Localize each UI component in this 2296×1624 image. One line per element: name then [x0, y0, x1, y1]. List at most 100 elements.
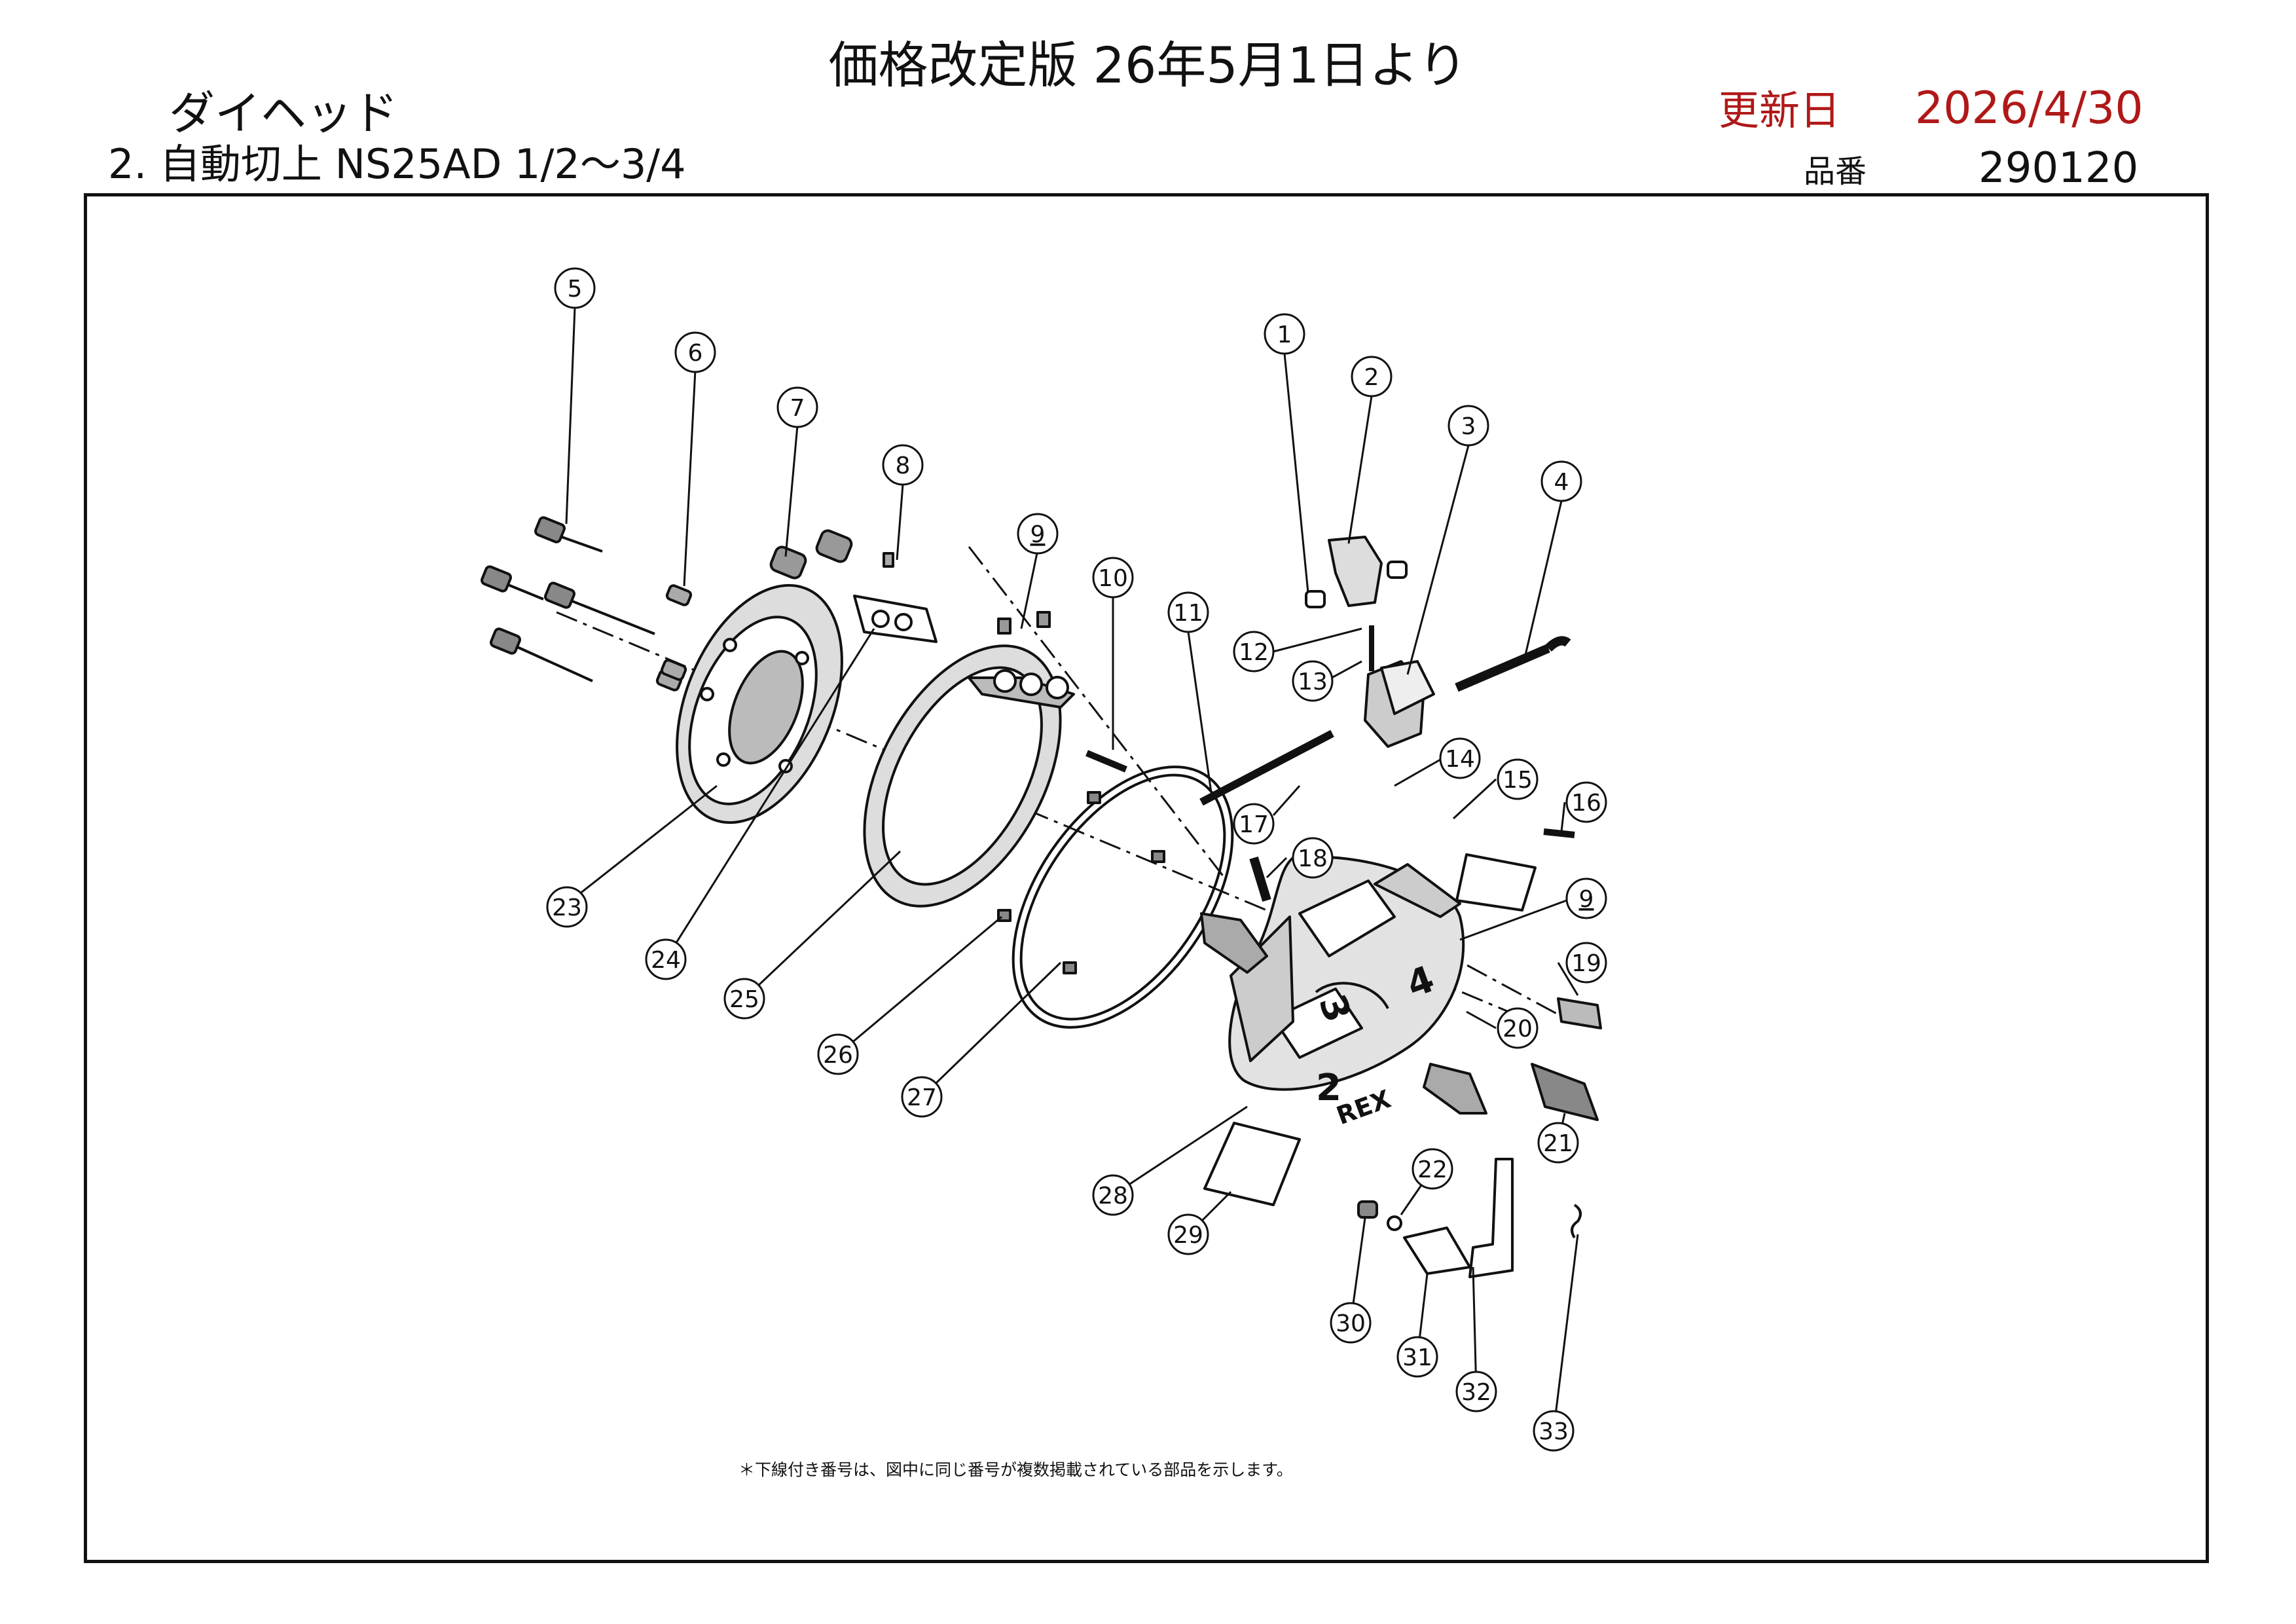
callout-circle: [1233, 803, 1275, 845]
callout-circle: [1167, 1213, 1209, 1255]
callout-circle: [1537, 1122, 1579, 1164]
callout-10: 10: [1092, 557, 1134, 599]
callout-circle: [1292, 837, 1334, 879]
callout-8: 8: [882, 444, 924, 486]
part-spring-4: [1455, 636, 1571, 692]
callout-circle: [1497, 1007, 1539, 1049]
callout-circle: [1396, 1336, 1438, 1378]
update-label: 更新日: [1719, 86, 1841, 134]
callout-3: 3: [1448, 405, 1489, 447]
part-die-head: [1228, 855, 1465, 1091]
callout-9: 9: [1017, 513, 1059, 555]
callout-circle: [674, 331, 716, 373]
callout-circle: [1448, 405, 1489, 447]
callout-circle: [817, 1033, 859, 1075]
callout-circle: [1533, 1410, 1575, 1452]
callout-22: 22: [1412, 1148, 1453, 1190]
part-chasers: [1200, 853, 1537, 1206]
callout-25: 25: [723, 978, 765, 1020]
part-pin-10: [1085, 750, 1127, 773]
callout-circle: [1351, 356, 1393, 397]
callout-label: 2: [1364, 364, 1379, 391]
callout-label: 30: [1336, 1310, 1366, 1337]
callout-32: 32: [1455, 1371, 1497, 1412]
callout-5: 5: [554, 267, 596, 309]
callout-label: 22: [1417, 1156, 1448, 1183]
callout-circle: [1439, 737, 1481, 779]
callout-circle: [901, 1076, 943, 1118]
part-coupler-21: [1531, 1063, 1599, 1121]
callout-label: 11: [1173, 600, 1203, 627]
callout-label: 12: [1239, 639, 1269, 666]
callout-33: 33: [1533, 1410, 1575, 1452]
part-number-label: 品番: [1804, 153, 1867, 190]
callout-24: 24: [645, 938, 687, 980]
part-body-ring: [676, 583, 843, 824]
callout-circle: [554, 267, 596, 309]
callout-circle: [776, 386, 818, 428]
callout-label: 7: [790, 395, 805, 422]
callout-label: 21: [1543, 1130, 1573, 1157]
part-pin-16: [1543, 828, 1575, 838]
callout-label: 4: [1554, 469, 1569, 496]
callout-label: 33: [1539, 1418, 1569, 1445]
part-rod-11: [1199, 729, 1334, 806]
callout-17: 17: [1233, 803, 1275, 845]
callout-circle: [1455, 1371, 1497, 1412]
callout-label: 1: [1277, 322, 1292, 348]
part-bolts: [481, 516, 693, 692]
callout-label: 16: [1571, 790, 1601, 817]
callout-label: 23: [552, 895, 582, 921]
callout-label: 26: [823, 1042, 853, 1069]
leader-lines: [565, 307, 1579, 1431]
callout-23: 23: [546, 886, 588, 928]
callout-26: 26: [817, 1033, 859, 1075]
callout-12: 12: [1233, 631, 1275, 673]
callout-circle: [645, 938, 687, 980]
callout-label: 13: [1298, 669, 1328, 695]
callout-28: 28: [1092, 1174, 1134, 1216]
callout-15: 15: [1497, 758, 1539, 800]
callout-27: 27: [901, 1076, 943, 1118]
callout-circle: [1565, 942, 1607, 984]
callout-30: 30: [1330, 1302, 1372, 1344]
callout-label: 19: [1571, 950, 1601, 977]
callout-16: 16: [1565, 781, 1607, 823]
callout-label: 18: [1298, 845, 1328, 872]
callout-label: 24: [651, 947, 681, 974]
jaw-mark-2: 2: [1316, 1067, 1341, 1109]
part-spring-18: [1249, 856, 1271, 902]
callout-label: 3: [1461, 413, 1476, 440]
callout-4: 4: [1540, 460, 1582, 502]
callout-circle: [1264, 313, 1305, 355]
callout-circle: [1092, 557, 1134, 599]
callout-label: 20: [1503, 1016, 1533, 1043]
callout-circle: [1292, 660, 1334, 702]
callout-label: 10: [1098, 565, 1128, 592]
callout-9: 9: [1565, 877, 1607, 919]
callout-label: 6: [688, 340, 703, 367]
callout-20: 20: [1497, 1007, 1539, 1049]
callout-label: 9: [1579, 886, 1594, 913]
brand-mark: REX: [1333, 1084, 1394, 1130]
callout-circle: [1565, 781, 1607, 823]
product-category: ダイヘッド: [169, 86, 398, 140]
callout-circle: [1167, 591, 1209, 633]
callout-label: 14: [1445, 746, 1475, 773]
callout-circle: [1412, 1148, 1453, 1190]
part-latch: [1305, 536, 1435, 748]
part-number-value: 290120: [1978, 144, 2139, 193]
callout-label: 5: [568, 276, 583, 303]
part-gasket: [997, 766, 1234, 1029]
callout-circle: [882, 444, 924, 486]
part-coupler-19: [1557, 997, 1602, 1029]
callout-label: 27: [907, 1084, 937, 1111]
part-cam-plate: [863, 611, 1075, 908]
part-bracket-assembly: [1357, 1158, 1582, 1278]
callout-6: 6: [674, 331, 716, 373]
callout-label: 28: [1098, 1183, 1128, 1209]
callout-18: 18: [1292, 837, 1334, 879]
callout-label: 29: [1173, 1222, 1203, 1249]
callout-bubbles: 1234567891011121314151617189192021222324…: [546, 267, 1607, 1452]
